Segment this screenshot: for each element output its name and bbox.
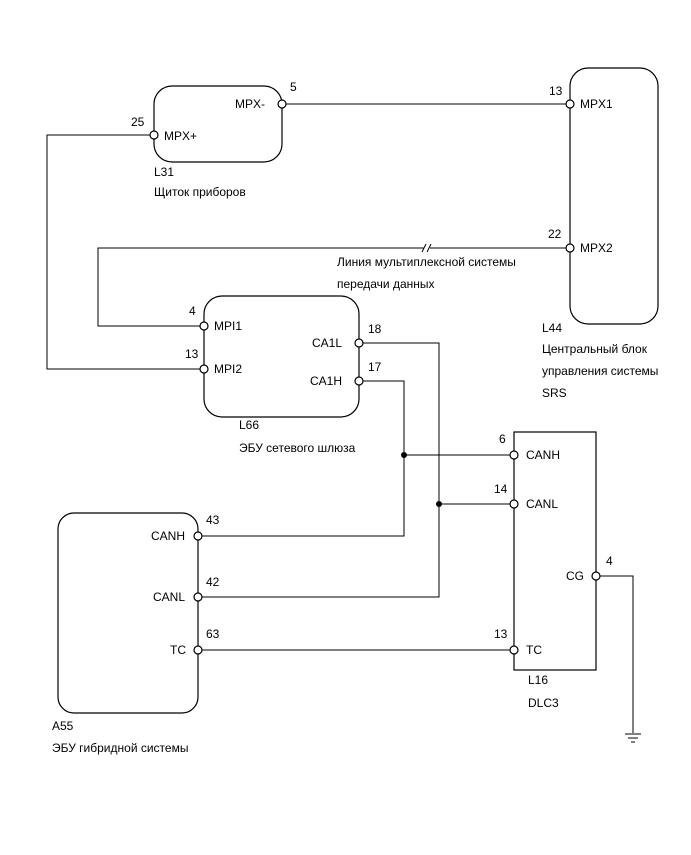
component-name-l44-line3: SRS [542,386,567,400]
wire-ca1h [202,380,405,537]
component-name-l16: DLC3 [528,696,559,710]
pin-name: TC [526,643,542,657]
component-code-l44: L44 [542,321,562,335]
pin-name: MPI2 [214,362,242,376]
connector-l31-box [153,85,283,163]
pin-name: MPI1 [214,319,242,333]
pin-number: 4 [606,554,613,568]
component-name-l44-line2: управления системы [542,364,658,378]
component-name-l66: ЭБУ сетевого шлюза [239,441,356,455]
pin-number: 42 [206,575,220,589]
pin-circle [193,645,203,655]
pin-name: CANH [151,529,185,543]
pin-name: CANL [153,590,185,604]
component-name-a55: ЭБУ гибридной системы [52,741,188,755]
pin-number: 5 [290,80,297,94]
component-code-a55: A55 [52,719,74,733]
pin-circle [199,364,209,374]
pin-circle [354,376,364,386]
mpx-line-label-1: Линия мультиплексной системы [337,255,516,269]
wire-mpx2-to-mpi1 [97,247,566,327]
pin-number: 13 [185,347,199,361]
connector-l16-box [513,431,597,671]
wire-mpx-plus-to-mpi2 [46,134,200,370]
pin-number: 63 [206,627,220,641]
connector-l44-box [569,67,659,325]
component-code-l66: L66 [239,418,259,432]
component-code-l31: L31 [154,165,174,179]
pin-name: CANH [526,448,560,462]
pin-number: 14 [494,482,508,496]
pin-number: 13 [494,627,508,641]
wires [46,103,634,733]
pin-number: 13 [549,84,563,98]
wire-ca1l [202,342,440,598]
pin-name: TC [170,643,186,657]
mpx-line-label-2: передачи данных [337,277,435,291]
pin-name: CA1H [310,374,342,388]
wire-cg-ground [600,575,634,733]
pin-circle [565,99,575,109]
pin-number: 17 [368,360,382,374]
pin-name: MPX+ [164,129,197,143]
pin-number: 18 [368,322,382,336]
component-name-l31: Щиток приборов [154,185,246,199]
pin-circle [277,99,287,109]
pin-circle [591,571,601,581]
pin-number: 4 [189,304,196,318]
pin-name: CG [566,569,584,583]
junction-dot-canh [401,452,407,458]
pin-name: MPX1 [580,97,613,111]
junction-dot-canl [436,501,442,507]
connector-a55-box [57,512,199,714]
line-break-mark [421,243,432,253]
connector-l66-box [203,295,360,418]
pin-name: MPX2 [580,241,613,255]
pin-circle [509,645,519,655]
pin-circle [149,130,159,140]
pin-name: CA1L [312,336,342,350]
pin-circle [193,592,203,602]
pin-number: 6 [499,432,506,446]
pin-circle [193,531,203,541]
pin-circle [354,338,364,348]
pin-number: 43 [206,513,220,527]
pin-name: CANL [526,497,558,511]
pin-circle [509,499,519,509]
component-code-l16: L16 [528,673,548,687]
component-name-l44-line1: Центральный блок [542,342,648,356]
pin-name: MPX- [235,97,265,111]
ground-icon [625,733,641,743]
pin-circle [565,243,575,253]
pin-circle [199,321,209,331]
pin-circle [509,450,519,460]
pin-number: 25 [131,115,145,129]
pin-number: 22 [548,227,562,241]
